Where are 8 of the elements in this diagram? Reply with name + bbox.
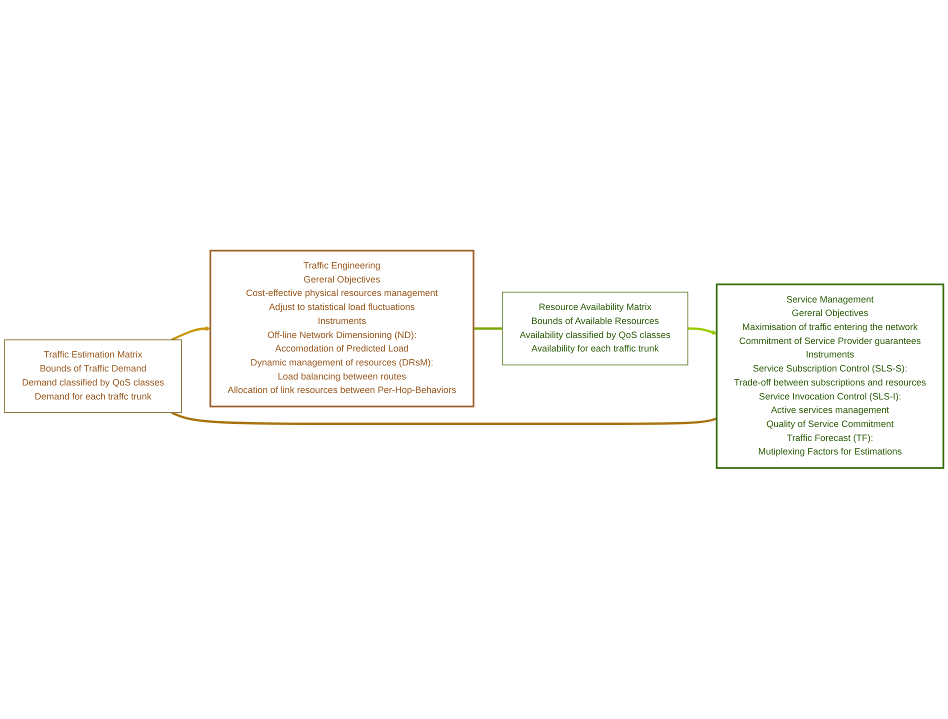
connector: [171, 412, 718, 426]
node-box: Traffic Engineering Gereral Objectives Cost-effective physical resources management Adjust to statistical load fluctuations Instruments Off-line Network Dimensioning (ND): Accomodation of Predicted Load Dynamic management of resources (DRsM): Load balancing between routes Allocation of link resources between Per-Hop-Behaviors: [210, 250, 474, 408]
connector: [474, 328, 502, 330]
node-box: Resource Availability Matrix Bounds of Available Resources Availability classified by QoS classes Availability for each traffic trunk: [502, 292, 688, 366]
arrow: [171, 326, 211, 342]
node-box: Traffic Estimation Matrix Bounds of Traffic Demand Demand classified by QoS classes Demand for each traffc trunk: [4, 340, 182, 414]
node-box: Service Management Gereral Objectives Maximisation of traffic entering the network Commitment of Service Provider guarantees Instruments Service Subscription Control (SLS-S): Trade-off between subscriptions and resources Service Invocation Control (SLS-I): Active services management Quality of Service Commitment Traffic Forecast (TF): Mutiplexing Factors for Estimations: [716, 284, 944, 470]
arrow: [688, 328, 717, 335]
